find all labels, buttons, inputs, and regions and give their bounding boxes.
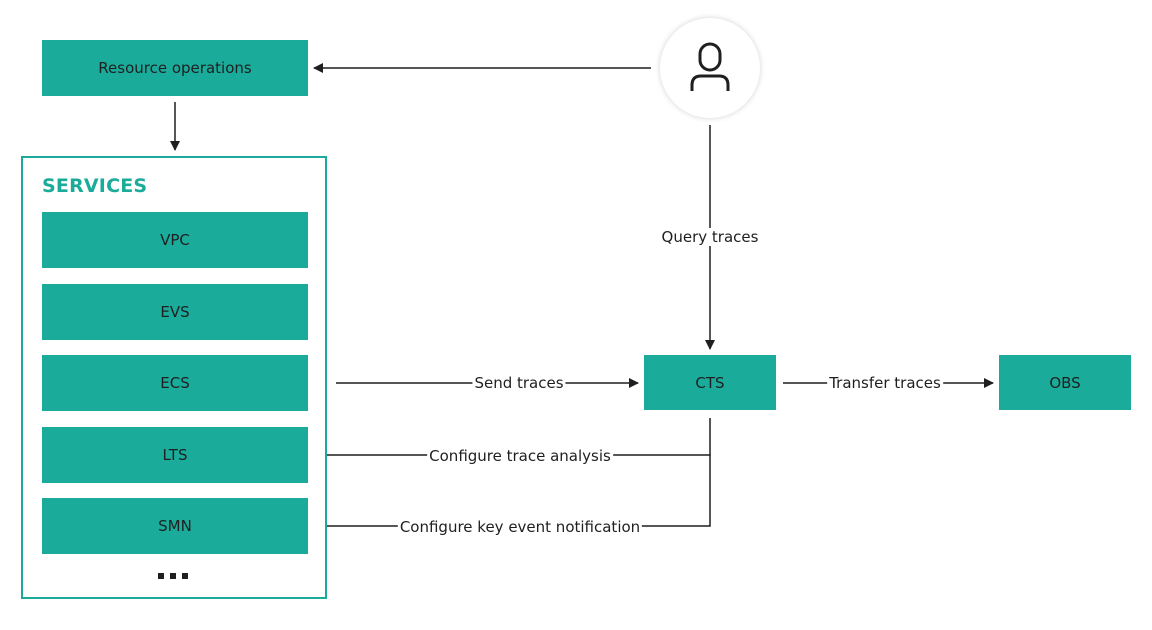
- send-traces-label: Send traces: [472, 374, 566, 392]
- resource-operations-label: Resource operations: [98, 59, 252, 77]
- user-icon: [690, 42, 730, 91]
- service-box-lts: LTS: [42, 427, 308, 483]
- obs-box: OBS: [999, 355, 1131, 410]
- service-label: SMN: [158, 517, 192, 535]
- configure-trace-analysis-label: Configure trace analysis: [427, 447, 613, 465]
- cts-label: CTS: [695, 373, 725, 392]
- cts-box: CTS: [644, 355, 776, 410]
- user-avatar: [660, 18, 760, 118]
- ellipsis-dot: [182, 573, 188, 579]
- ellipsis-dot: [170, 573, 176, 579]
- more-services-ellipsis: [158, 573, 188, 579]
- service-label: VPC: [160, 231, 190, 249]
- configure-key-event-notification-label: Configure key event notification: [397, 518, 643, 536]
- resource-operations-box: Resource operations: [42, 40, 308, 96]
- service-box-vpc: VPC: [42, 212, 308, 268]
- service-label: EVS: [160, 303, 190, 321]
- query-traces-label: Query traces: [659, 228, 761, 246]
- ellipsis-dot: [158, 573, 164, 579]
- service-box-ecs: ECS: [42, 355, 308, 411]
- service-label: LTS: [162, 446, 188, 464]
- service-box-evs: EVS: [42, 284, 308, 340]
- service-box-smn: SMN: [42, 498, 308, 554]
- obs-label: OBS: [1049, 373, 1081, 392]
- arrow-cts-to-smn: [313, 455, 711, 531]
- service-label: ECS: [160, 374, 190, 392]
- transfer-traces-label: Transfer traces: [827, 374, 943, 392]
- services-title: SERVICES: [42, 175, 148, 197]
